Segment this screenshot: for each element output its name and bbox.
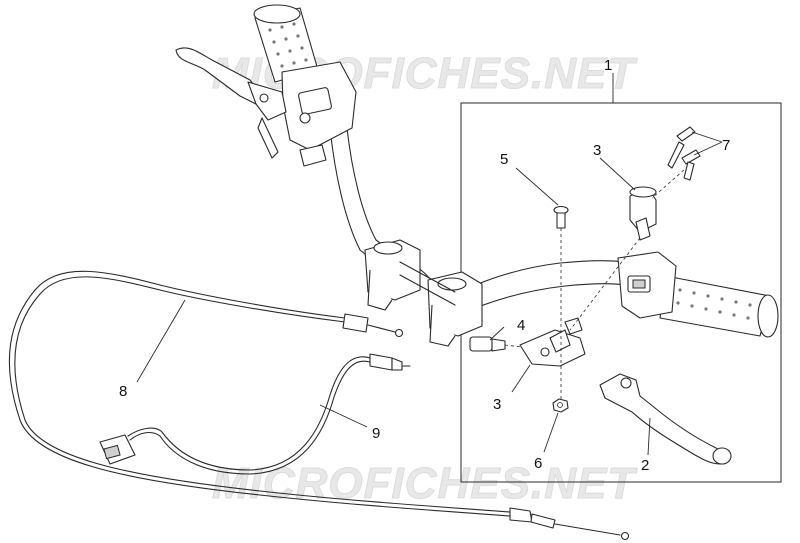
part-3-upper-clamp [629,186,657,241]
callout-8: 8 [119,383,127,400]
callout-1: 1 [604,57,612,74]
callout-3-upper: 3 [593,142,601,159]
callout-3-lower: 3 [493,396,501,413]
part-4-bolt [469,336,506,352]
assembly-lines [504,169,685,400]
left-lever [175,47,287,159]
right-grip [659,275,779,338]
part-5-screw [553,205,569,229]
callout-6: 6 [534,455,542,472]
handlebar-risers [364,239,483,347]
watermark-bottom: MICROFICHES.NET [212,459,637,508]
part-7-screws [667,126,701,181]
leader-lines [136,131,723,456]
left-switch-housing [281,61,357,167]
part-2-lever [599,373,732,465]
part-8-cable [8,270,630,541]
part-3-lower-mount [519,317,586,367]
callout-9: 9 [372,425,380,442]
callout-2: 2 [641,457,649,474]
part-6-nut [552,398,569,413]
callout-7: 7 [722,137,730,154]
left-grip [253,4,319,83]
part-9-switch-wire [99,353,411,475]
callout-5: 5 [500,151,508,168]
callout-4: 4 [517,317,525,334]
right-switch-housing [617,251,677,319]
